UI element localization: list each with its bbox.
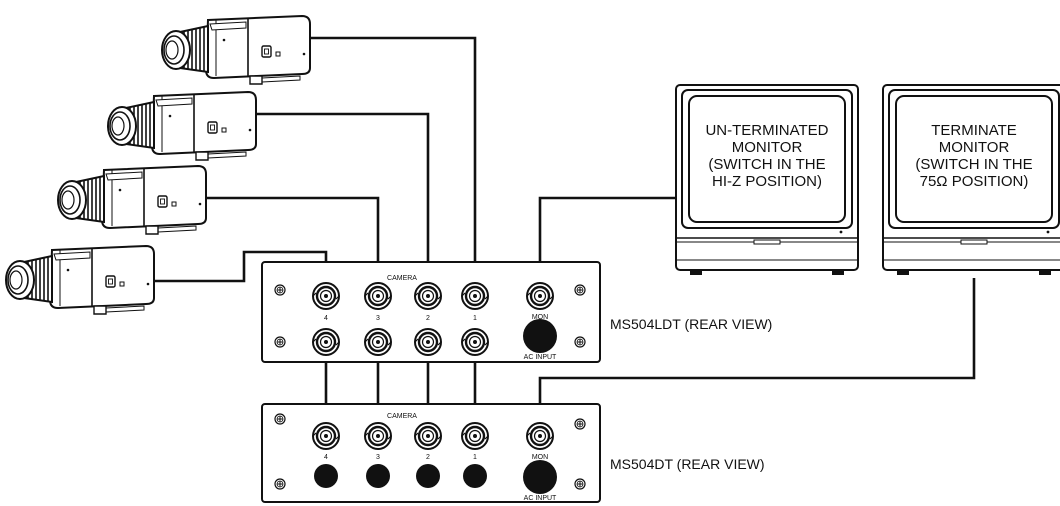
ac-input-icon bbox=[523, 460, 557, 494]
mon-label: MON bbox=[532, 454, 548, 461]
camera-label: CAMERA bbox=[387, 413, 417, 420]
bnc-connector-icon bbox=[460, 421, 490, 451]
input-number: 3 bbox=[376, 454, 380, 461]
unit-ms504dt: CAMERA 4 3 2 1 MON AC INPUT MS504DT (REA… bbox=[261, 403, 765, 503]
bnc-connector-icon bbox=[363, 281, 393, 311]
screw-icon bbox=[274, 284, 286, 296]
monitor-text-line: (SWITCH IN THE bbox=[915, 156, 1032, 173]
screw-icon bbox=[574, 478, 586, 490]
screw-icon bbox=[574, 336, 586, 348]
monitor-text-line: MONITOR bbox=[732, 139, 803, 156]
unit-panel bbox=[261, 403, 601, 503]
monitor-text-line: 75Ω POSITION) bbox=[920, 173, 1029, 190]
ac-input-label: AC INPUT bbox=[524, 495, 557, 502]
bnc-connector-icon bbox=[413, 327, 443, 357]
camera-label: CAMERA bbox=[387, 275, 417, 282]
monitor-text-line: TERMINATE bbox=[931, 122, 1017, 139]
screw-icon bbox=[274, 336, 286, 348]
ac-input-label: AC INPUT bbox=[524, 354, 557, 361]
blank-plug-icon bbox=[463, 464, 487, 488]
bnc-connector-icon bbox=[460, 281, 490, 311]
input-number: 2 bbox=[426, 454, 430, 461]
camera-1 bbox=[161, 15, 311, 85]
cable-camera-2 bbox=[256, 112, 430, 296]
bnc-connector-icon bbox=[460, 327, 490, 357]
bnc-connector-icon bbox=[413, 421, 443, 451]
monitor-text-line: HI-Z POSITION) bbox=[712, 173, 822, 190]
bnc-connector-icon bbox=[363, 421, 393, 451]
ac-input-icon bbox=[523, 319, 557, 353]
unit-panel bbox=[261, 261, 601, 363]
cable-mon-to-monitor-2 bbox=[538, 278, 976, 436]
monitor-text-line: MONITOR bbox=[939, 139, 1010, 156]
input-number: 3 bbox=[376, 315, 380, 322]
bnc-connector-icon bbox=[525, 421, 555, 451]
blank-plug-icon bbox=[416, 464, 440, 488]
input-number: 1 bbox=[473, 454, 477, 461]
screw-icon bbox=[574, 418, 586, 430]
unit-model-label: MS504LDT (REAR VIEW) bbox=[610, 316, 772, 332]
screw-icon bbox=[574, 284, 586, 296]
bnc-connector-icon bbox=[311, 421, 341, 451]
bnc-connector-icon bbox=[363, 327, 393, 357]
mon-label: MON bbox=[532, 314, 548, 321]
input-number: 4 bbox=[324, 315, 328, 322]
camera-3 bbox=[57, 165, 207, 235]
monitor-terminated: TERMINATE MONITOR (SWITCH IN THE 75Ω POS… bbox=[882, 84, 1060, 276]
monitor-unterminated: UN-TERMINATED MONITOR (SWITCH IN THE HI-… bbox=[675, 84, 859, 276]
monitor-text-line: (SWITCH IN THE bbox=[708, 156, 825, 173]
unit-model-label: MS504DT (REAR VIEW) bbox=[610, 456, 765, 472]
screw-icon bbox=[274, 413, 286, 425]
input-number: 2 bbox=[426, 315, 430, 322]
screw-icon bbox=[274, 478, 286, 490]
input-number: 4 bbox=[324, 454, 328, 461]
bnc-connector-icon bbox=[311, 327, 341, 357]
input-number: 1 bbox=[473, 315, 477, 322]
monitor-text-line: UN-TERMINATED bbox=[705, 122, 828, 139]
bnc-connector-icon bbox=[413, 281, 443, 311]
camera-4 bbox=[5, 245, 155, 315]
bnc-connector-icon bbox=[525, 281, 555, 311]
blank-plug-icon bbox=[366, 464, 390, 488]
camera-2 bbox=[107, 91, 257, 161]
unit-ms504ldt: CAMERA 4 3 2 1 MON AC INPUT MS504LDT (RE… bbox=[261, 261, 772, 363]
bnc-connector-icon bbox=[311, 281, 341, 311]
blank-plug-icon bbox=[314, 464, 338, 488]
cable-camera-1 bbox=[310, 36, 477, 296]
